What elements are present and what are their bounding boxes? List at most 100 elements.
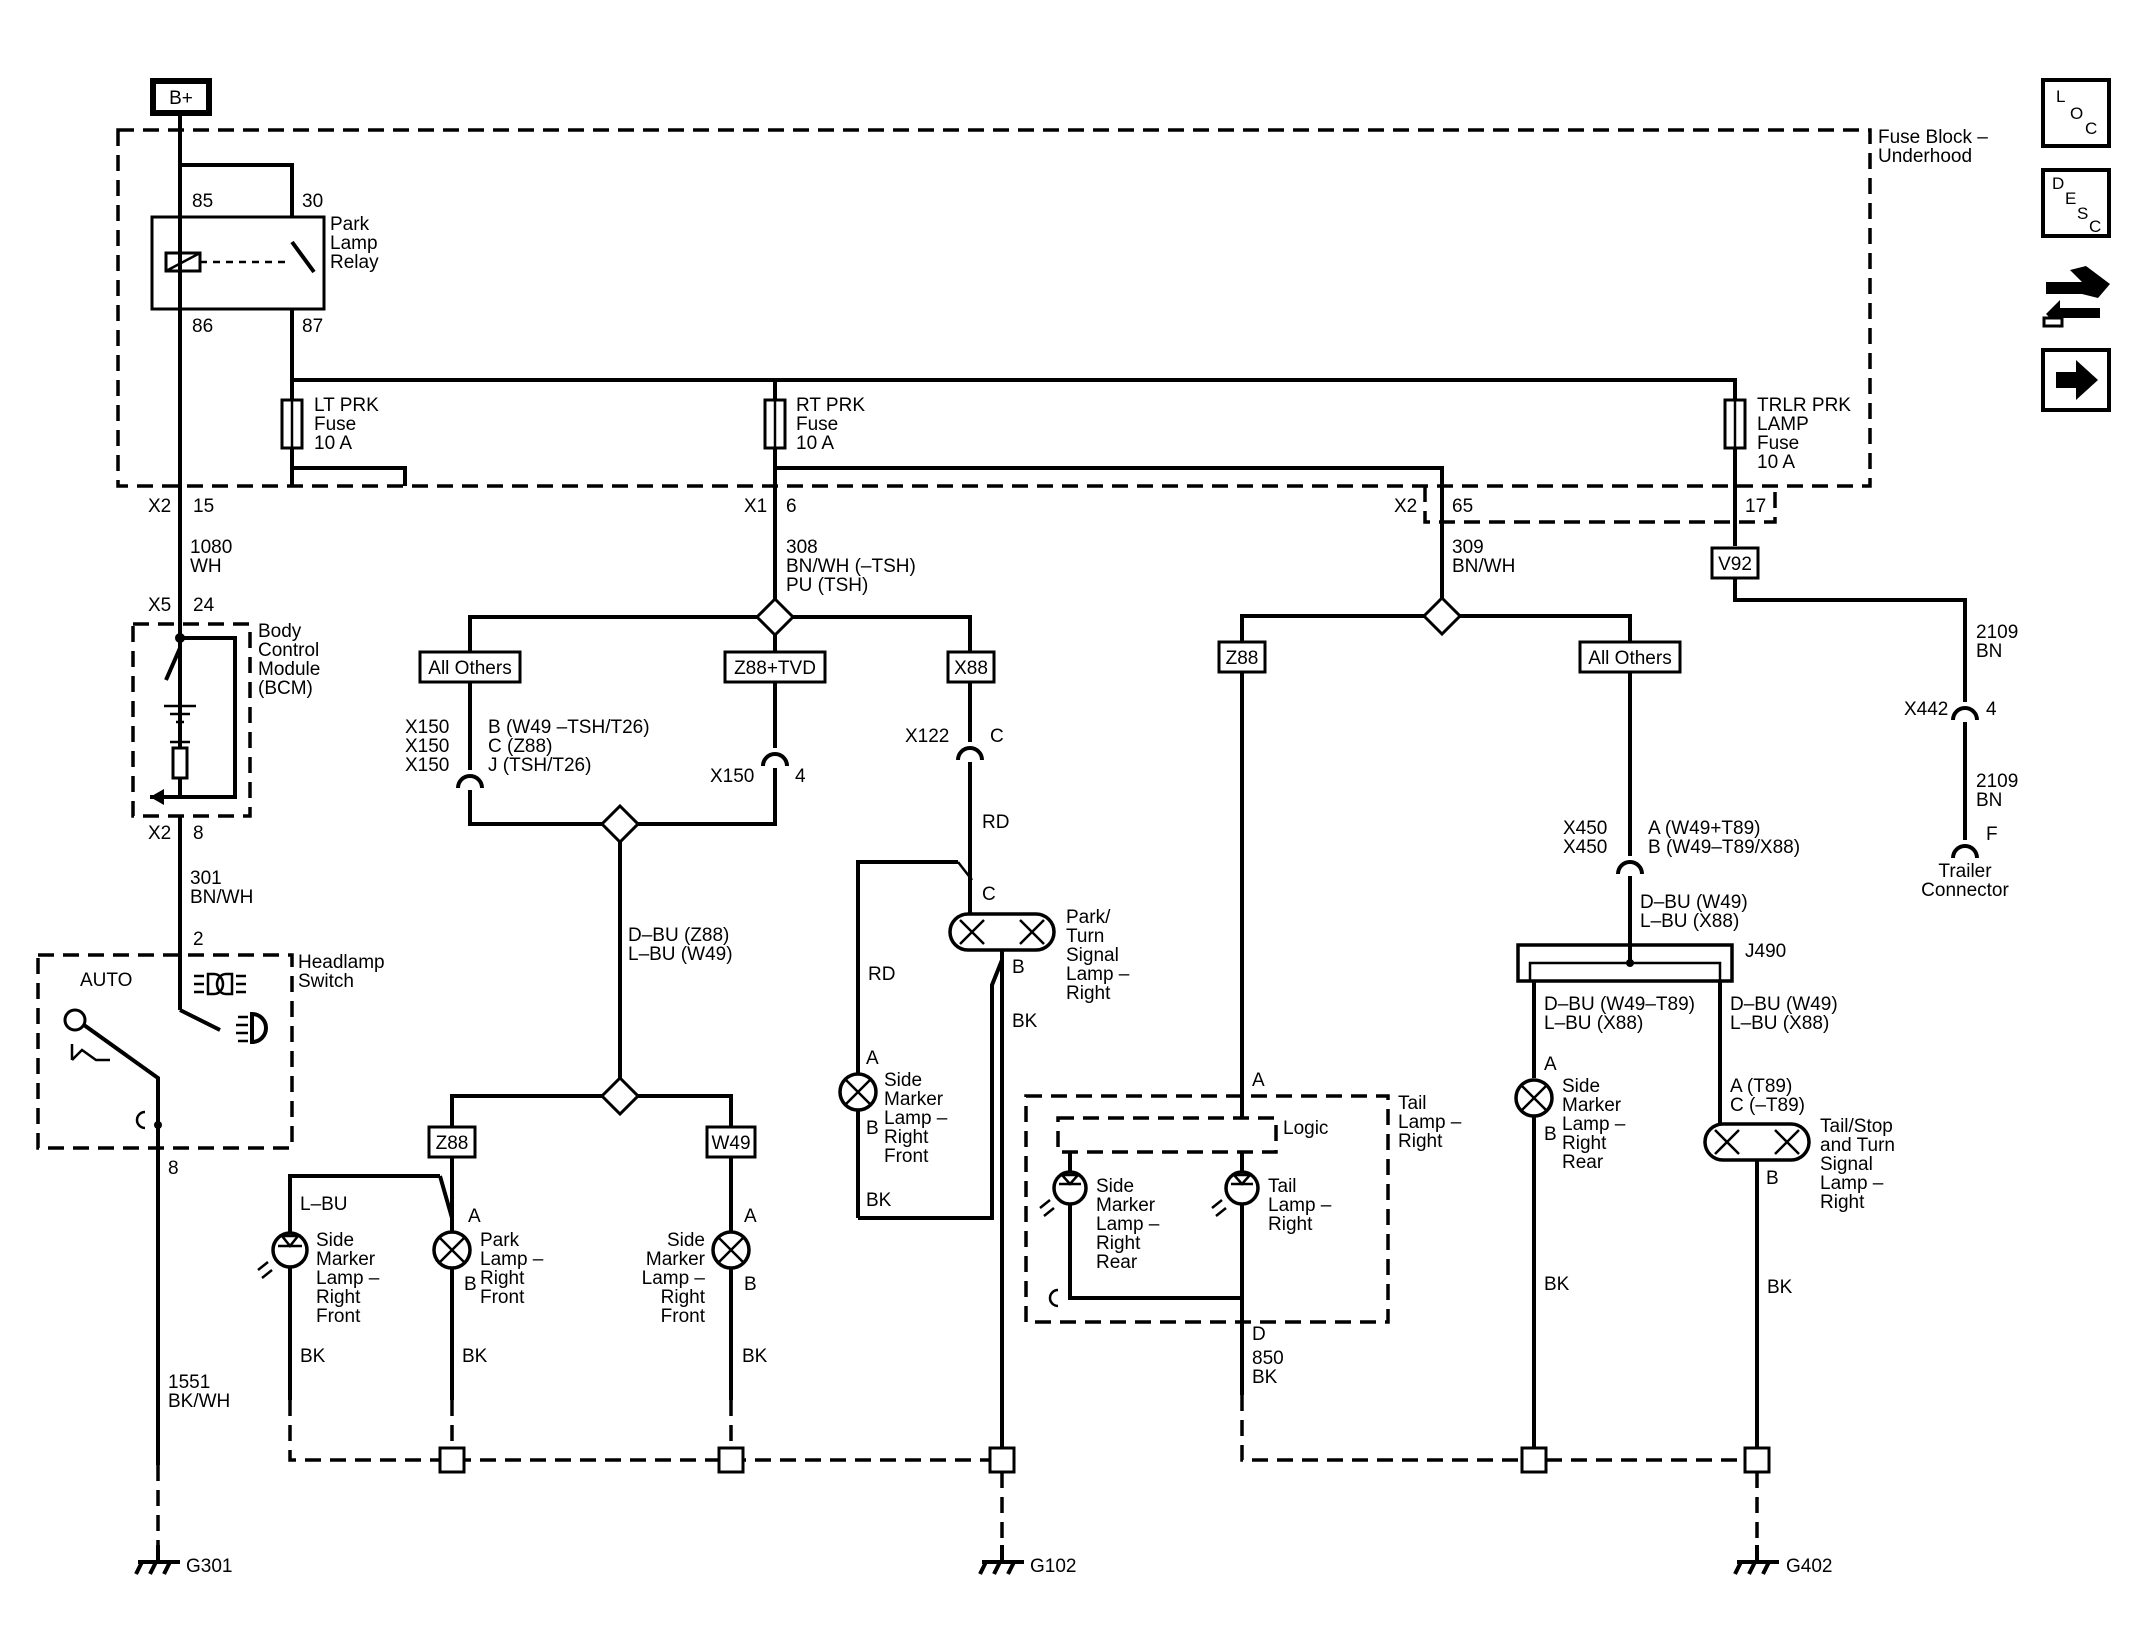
tail-stop-pin-a: A (T89) xyxy=(1730,1076,1792,1097)
park-bus xyxy=(292,378,1737,400)
wire-lower-branches xyxy=(450,1094,733,1127)
splice-pack-j490: J490 xyxy=(1516,941,1786,983)
auto-contact-icon xyxy=(63,1008,87,1032)
option-all-others-right-label: All Others xyxy=(1588,648,1671,669)
loc-icon-letter-l: L xyxy=(2056,87,2065,106)
headlamp-switch-label-1: Headlamp xyxy=(298,952,385,973)
tl-tail-label-1: Tail xyxy=(1268,1176,1297,1197)
side-marker-lamp-right-front-rd: A B Side Marker Lamp – Right Front xyxy=(838,1048,948,1167)
fuse-block-title: Fuse Block – xyxy=(1878,127,1988,148)
tl-sm-label-1: Side xyxy=(1096,1176,1134,1197)
sm-led-label-5: Front xyxy=(316,1306,361,1327)
wire-j490-outputs xyxy=(1532,981,1722,1124)
location-view-button[interactable]: L O C xyxy=(2041,78,2111,148)
ground-splice-3 xyxy=(988,1446,1016,1474)
wire-1080-color: WH xyxy=(190,556,222,577)
tail-stop-label-1: Tail/Stop xyxy=(1820,1116,1893,1137)
trlr-fuse-label-4: 10 A xyxy=(1757,452,1795,473)
park-lamp-relay: 85 30 86 87 Park Lamp Relay xyxy=(150,116,379,760)
relay-pin-85: 85 xyxy=(192,191,213,212)
wire-bk-2: BK xyxy=(462,1346,488,1367)
tail-stop-label-5: Right xyxy=(1820,1192,1865,1213)
wire-301-color: BN/WH xyxy=(190,887,253,908)
tl-sm-label-3: Lamp – xyxy=(1096,1214,1160,1235)
headlamp-switch-label-2: Switch xyxy=(298,971,354,992)
sm-w49-pin-a: A xyxy=(744,1206,757,1227)
side-marker-lamp-right-rear: A B Side Marker Lamp – Right Rear xyxy=(1514,1054,1626,1173)
trailer-connector-terminal xyxy=(1951,844,1979,859)
repair-procedure-icon[interactable] xyxy=(2042,266,2110,328)
sm-rd-pin-a: A xyxy=(866,1048,879,1069)
conn-x2-8: X2 xyxy=(148,823,171,844)
sm-w49-label-4: Right xyxy=(661,1287,706,1308)
wire-park-turn-gnd xyxy=(858,950,1004,1454)
park-lamp-label-4: Front xyxy=(480,1287,525,1308)
park-lamp-label-3: Right xyxy=(480,1268,525,1289)
conn-x2-65: X2 xyxy=(1394,496,1417,517)
wire-309-color: BN/WH xyxy=(1452,556,1515,577)
ground-bus-right xyxy=(1240,1395,1745,1462)
conn-x2-8-pin: 8 xyxy=(193,823,204,844)
ground-bus-left-drops xyxy=(450,1400,733,1448)
lt-fuse-label-3: 10 A xyxy=(314,433,352,454)
b-plus-label: B+ xyxy=(169,88,193,109)
park-turn-signal-lamp-right: C B Park/ Turn Signal Lamp – Right xyxy=(948,884,1130,1004)
tail-lamp-pin-a: A xyxy=(1252,1070,1265,1091)
wire-1551-color: BK/WH xyxy=(168,1391,230,1412)
conn-x150-b: X150 xyxy=(405,736,449,757)
ground-g102: G102 xyxy=(978,1545,1076,1577)
lt-fuse-label-1: LT PRK xyxy=(314,395,379,416)
headlamp-switch-pin-2: 2 xyxy=(193,929,204,950)
wire-dbu-w49-t89: D–BU (W49–T89) xyxy=(1544,994,1695,1015)
conn-x150-a: X150 xyxy=(405,717,449,738)
park-lamp-pin-a: A xyxy=(468,1206,481,1227)
next-page-arrow-icon[interactable] xyxy=(2041,348,2111,412)
wire-lbu-w49: L–BU (W49) xyxy=(628,944,733,965)
park-lamp-pin-b: B xyxy=(464,1274,477,1295)
trlr-prk-lamp-fuse: TRLR PRK LAMP Fuse 10 A xyxy=(1723,395,1851,546)
sm-rr-pin-a: A xyxy=(1544,1054,1557,1075)
sm-w49-label-5: Front xyxy=(661,1306,706,1327)
sm-rr-label-2: Marker xyxy=(1562,1095,1622,1116)
description-view-button[interactable]: D E S C xyxy=(2041,168,2111,238)
loc-icon-letter-o: O xyxy=(2070,104,2083,123)
wire-308-line3: PU (TSH) xyxy=(786,575,868,596)
wire-309-number: 309 xyxy=(1452,537,1484,558)
tl-tail-label-2: Lamp – xyxy=(1268,1195,1332,1216)
wire-dbu-w49: D–BU (W49) xyxy=(1640,892,1748,913)
option-z88-lower-label: Z88 xyxy=(436,1133,469,1154)
trlr-fuse-label-1: TRLR PRK xyxy=(1757,395,1851,416)
ground-g102-label: G102 xyxy=(1030,1556,1076,1577)
wire-rd-bend xyxy=(957,861,973,881)
trlr-fuse-label-2: LAMP xyxy=(1757,414,1809,435)
rt-prk-fuse: RT PRK Fuse 10 A xyxy=(763,380,1444,600)
tail-stop-turn-signal-lamp-right: A (T89) C (–T89) B Tail/Stop and Turn Si… xyxy=(1703,1076,1895,1213)
desc-icon-letter-d: D xyxy=(2052,174,2064,193)
tl-sm-label-4: Right xyxy=(1096,1233,1141,1254)
tail-lamp-label-2: Lamp – xyxy=(1398,1112,1462,1133)
conn-x150-4: X150 xyxy=(710,766,754,787)
relay-label-3: Relay xyxy=(330,252,379,273)
tail-stop-label-2: and Turn xyxy=(1820,1135,1895,1156)
connector-x122 xyxy=(956,746,984,761)
sm-w49-pin-b: B xyxy=(744,1274,757,1295)
conn-x150-pin-j: J (TSH/T26) xyxy=(488,755,591,776)
conn-x450-pin-a: A (W49+T89) xyxy=(1648,818,1760,839)
ground-splice-4 xyxy=(1520,1446,1548,1474)
option-all-others-left-label: All Others xyxy=(428,658,511,679)
wire-301-number: 301 xyxy=(190,868,222,889)
park-lamp-right-front: A B Park Lamp – Right Front xyxy=(432,1206,544,1308)
ground-splice-1 xyxy=(438,1446,466,1474)
conn-x2-15: X2 xyxy=(148,496,171,517)
parking-lamp-icon xyxy=(194,972,246,996)
wire-z88-lower xyxy=(288,1157,454,1232)
sm-led-label-1: Side xyxy=(316,1230,354,1251)
headlamp-switch-pin-8: 8 xyxy=(168,1158,179,1179)
sm-rr-label-3: Lamp – xyxy=(1562,1114,1626,1135)
sm-w49-label-2: Marker xyxy=(646,1249,706,1270)
sm-w49-label-1: Side xyxy=(667,1230,705,1251)
wire-1080-number: 1080 xyxy=(190,537,232,558)
wire-2109a-number: 2109 xyxy=(1976,622,2018,643)
conn-x442: X442 xyxy=(1904,699,1948,720)
sm-led-label-2: Marker xyxy=(316,1249,376,1270)
